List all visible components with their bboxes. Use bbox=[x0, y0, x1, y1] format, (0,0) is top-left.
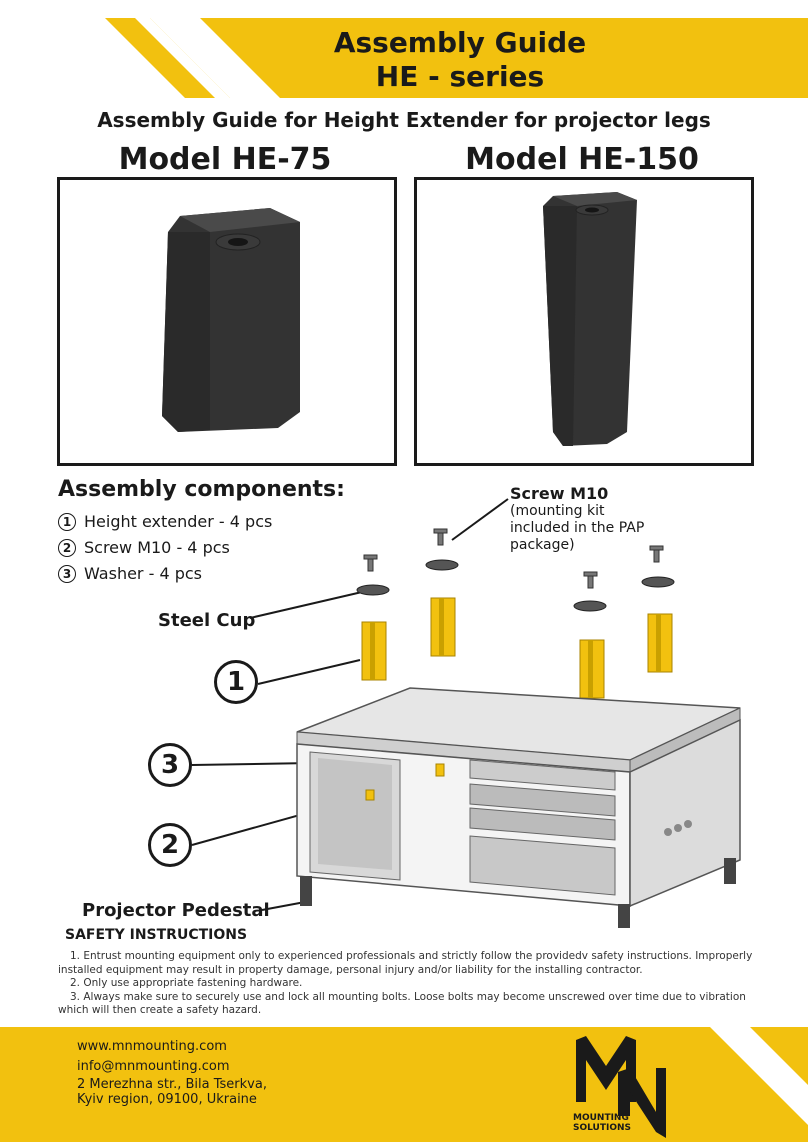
screw-callout-title: Screw M10 bbox=[510, 484, 609, 503]
mn-logo-icon bbox=[576, 1036, 666, 1138]
footer: www.mnmounting.com info@mnmounting.com 2… bbox=[0, 1027, 808, 1142]
component-item: 1 Height extender - 4 pcs bbox=[58, 512, 272, 531]
assembly-diagram bbox=[191, 498, 741, 928]
safety-item: 3. Always make sure to securely use and … bbox=[58, 990, 746, 1017]
component-number: 1 bbox=[58, 512, 76, 531]
product-image-he75 bbox=[57, 177, 397, 466]
footer-address-line2: Kyiv region, 09100, Ukraine bbox=[77, 1092, 257, 1107]
callout-number-3: 3 bbox=[148, 743, 192, 787]
safety-item: 2. Only use appropriate fastening hardwa… bbox=[70, 977, 303, 989]
component-label: Washer - 4 pcs bbox=[84, 564, 202, 583]
component-item: 3 Washer - 4 pcs bbox=[58, 564, 202, 583]
projector-pedestal-label: Projector Pedestal bbox=[82, 900, 270, 921]
component-label: Height extender - 4 pcs bbox=[84, 512, 273, 531]
component-number: 3 bbox=[58, 564, 76, 583]
components-title: Assembly components: bbox=[58, 477, 345, 502]
screw-callout-note: (mounting kit included in the PAP packag… bbox=[510, 503, 645, 553]
footer-email[interactable]: info@mnmounting.com bbox=[77, 1059, 230, 1074]
steel-cup-label: Steel Cup bbox=[158, 610, 256, 631]
callout-number-1: 1 bbox=[214, 660, 258, 704]
header-series: HE - series bbox=[375, 60, 545, 93]
safety-title: SAFETY INSTRUCTIONS bbox=[65, 927, 248, 943]
component-label: Screw M10 - 4 pcs bbox=[84, 538, 230, 557]
logo-text: MOUNTING SOLUTIONS bbox=[573, 1113, 632, 1133]
page-subtitle: Assembly Guide for Height Extender for p… bbox=[97, 108, 711, 132]
callout-number-2: 2 bbox=[148, 823, 192, 867]
safety-instructions: 1. Entrust mounting equipment only to ex… bbox=[58, 950, 758, 1018]
model-title-he150: Model HE-150 bbox=[465, 142, 699, 177]
footer-address-line1: 2 Merezhna str., Bila Tserkva, bbox=[77, 1077, 267, 1092]
product-image-he150 bbox=[414, 177, 754, 466]
component-item: 2 Screw M10 - 4 pcs bbox=[58, 538, 230, 557]
height-extender-tall-image bbox=[543, 192, 637, 446]
header-title: Assembly Guide bbox=[333, 26, 587, 59]
footer-website[interactable]: www.mnmounting.com bbox=[77, 1039, 227, 1054]
height-extender-short-image bbox=[162, 208, 300, 432]
model-title-he75: Model HE-75 bbox=[118, 142, 332, 177]
footer-stripe-decor bbox=[710, 1027, 808, 1125]
component-number: 2 bbox=[58, 538, 76, 557]
header-banner bbox=[105, 18, 808, 98]
safety-item: 1. Entrust mounting equipment only to ex… bbox=[58, 950, 753, 976]
